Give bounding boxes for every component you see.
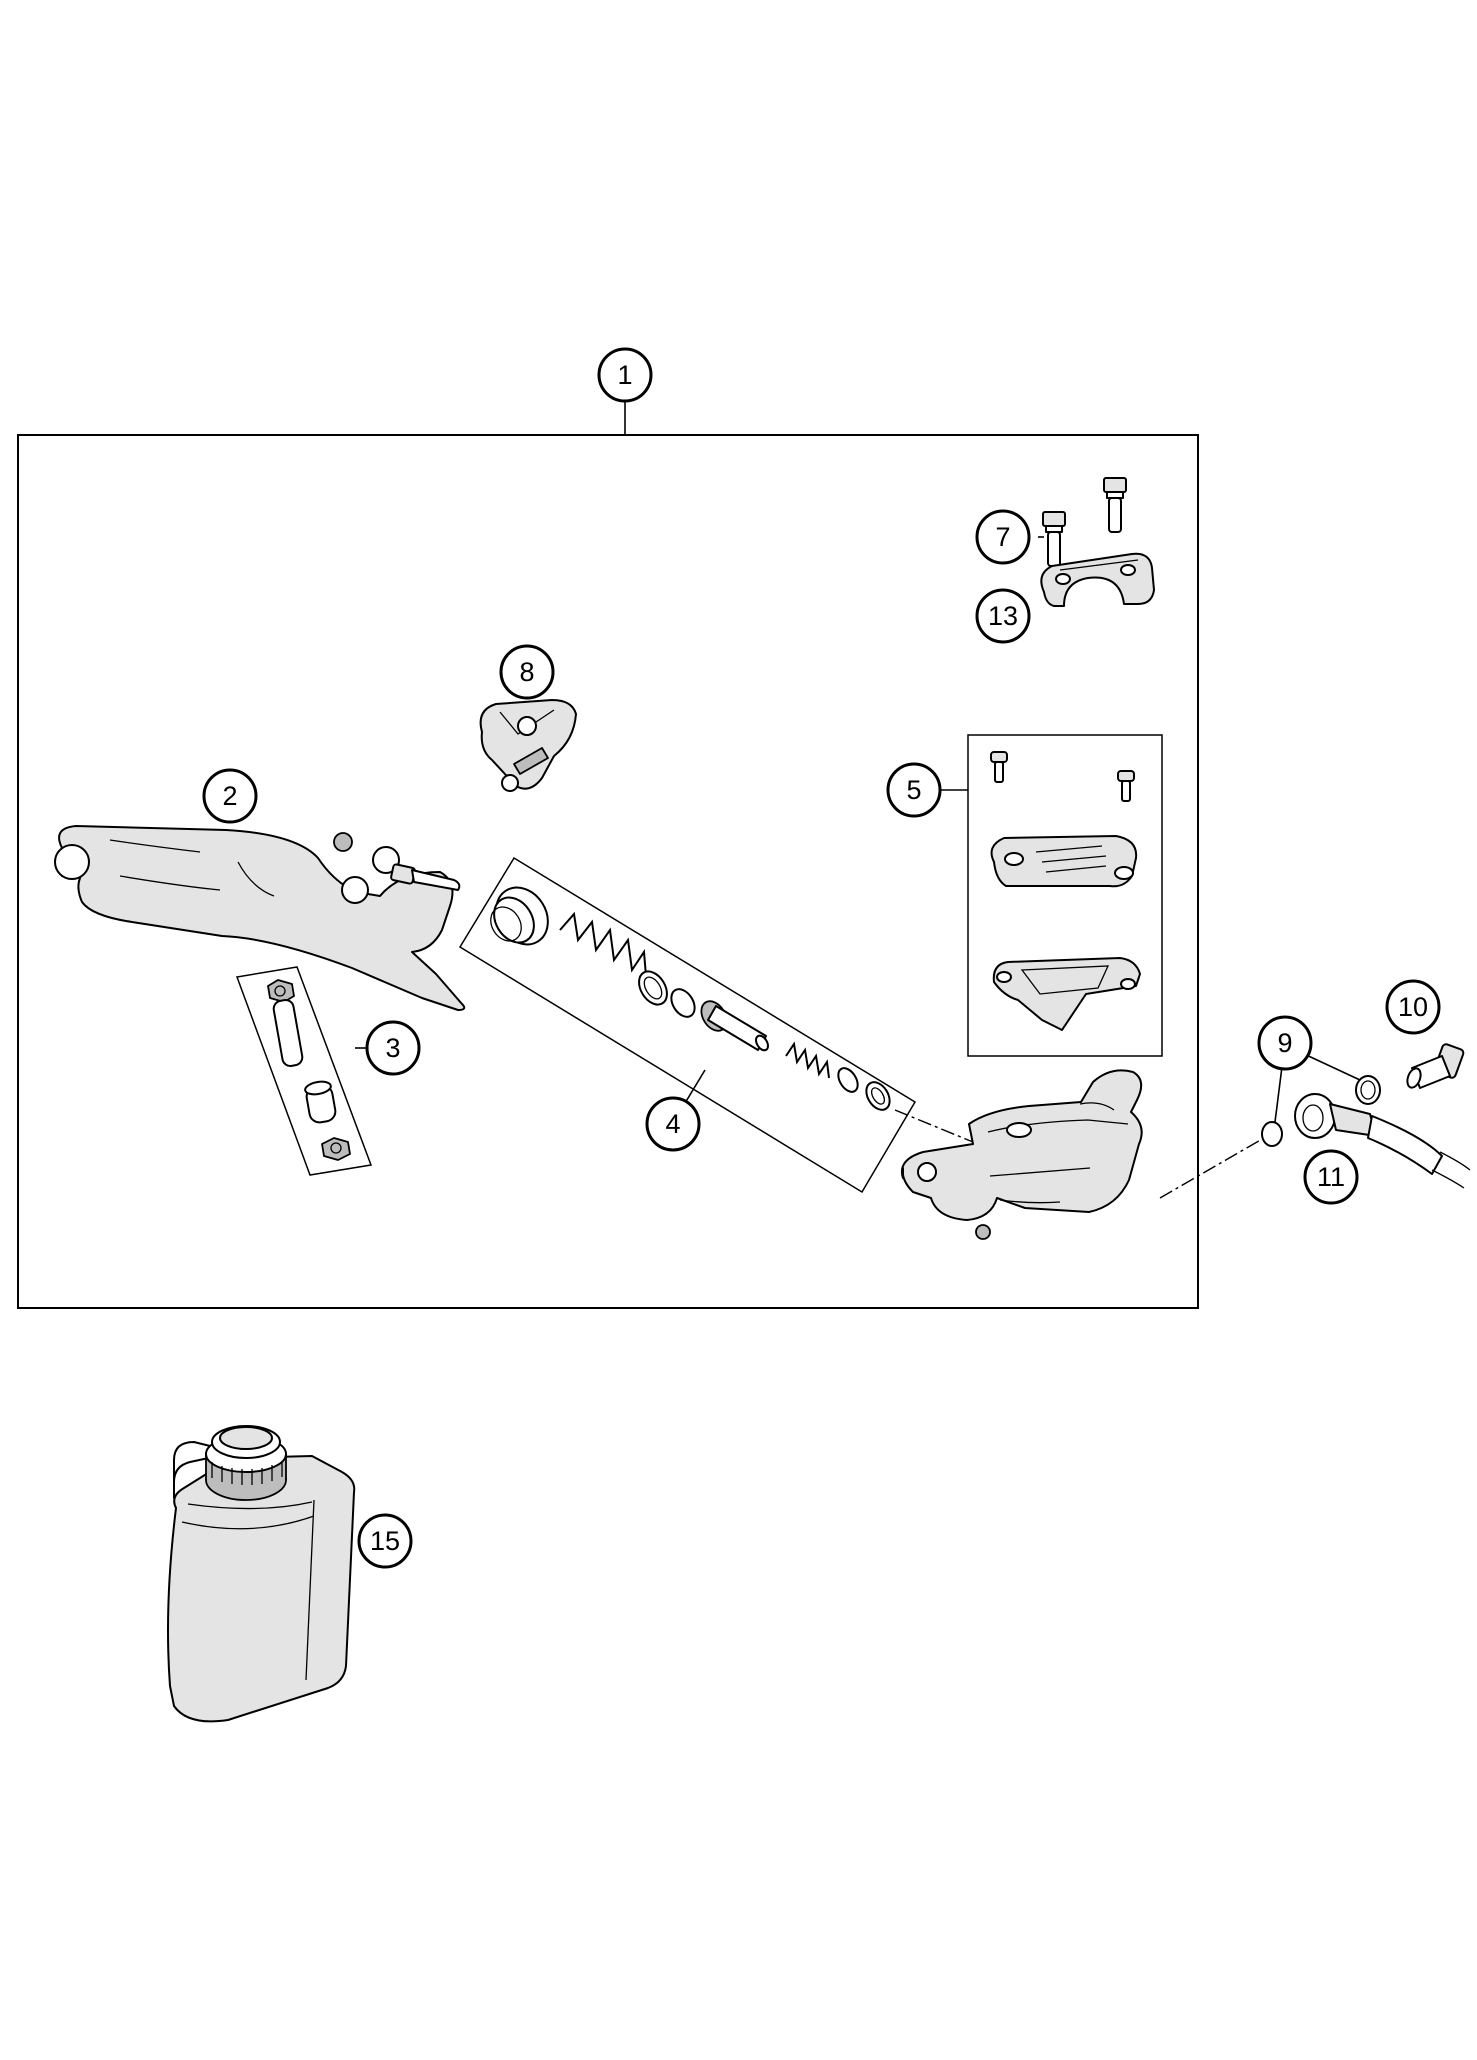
svg-text:8: 8 (519, 657, 534, 687)
svg-text:15: 15 (370, 1526, 400, 1556)
brake-lever (54, 825, 466, 1011)
callout-2: 2 (202, 768, 258, 824)
svg-text:13: 13 (988, 601, 1018, 631)
svg-text:7: 7 (995, 522, 1010, 552)
banjo-bolt (1406, 1043, 1465, 1089)
svg-text:3: 3 (385, 1033, 400, 1063)
callout-3: 3 (365, 1020, 421, 1076)
callout-10: 10 (1385, 979, 1441, 1035)
bolt-pair (1038, 477, 1127, 567)
svg-text:9: 9 (1277, 1028, 1292, 1058)
callout-7: 7 (975, 509, 1031, 565)
svg-text:11: 11 (1317, 1162, 1345, 1192)
svg-text:10: 10 (1398, 992, 1428, 1022)
svg-text:5: 5 (906, 775, 921, 805)
lever-pivot-bracket (479, 699, 577, 792)
svg-text:2: 2 (222, 781, 237, 811)
callout-8: 8 (499, 644, 555, 700)
callout-1: 1 (597, 347, 653, 403)
svg-text:1: 1 (617, 360, 632, 390)
svg-text:4: 4 (665, 1109, 680, 1139)
callout-9: 9 (1257, 1015, 1313, 1071)
banjo-axis-line (1159, 1137, 1265, 1199)
master-cylinder-body (901, 1069, 1143, 1240)
piston-kit (458, 856, 917, 1194)
callout-5: 5 (886, 762, 942, 818)
reservoir-cover-set (940, 734, 1163, 1057)
seal-washers (1261, 1042, 1381, 1147)
callout-11: 11 (1303, 1149, 1359, 1205)
callout-15: 15 (357, 1513, 413, 1569)
brake-line (1294, 1093, 1471, 1189)
assembly-axis-line (894, 1109, 974, 1143)
brake-fluid-bottle (167, 1425, 356, 1723)
callout-4: 4 (645, 1096, 701, 1152)
handlebar-clamp (1040, 552, 1155, 607)
pivot-bolt-set (235, 966, 373, 1176)
callout-13: 13 (975, 588, 1031, 644)
